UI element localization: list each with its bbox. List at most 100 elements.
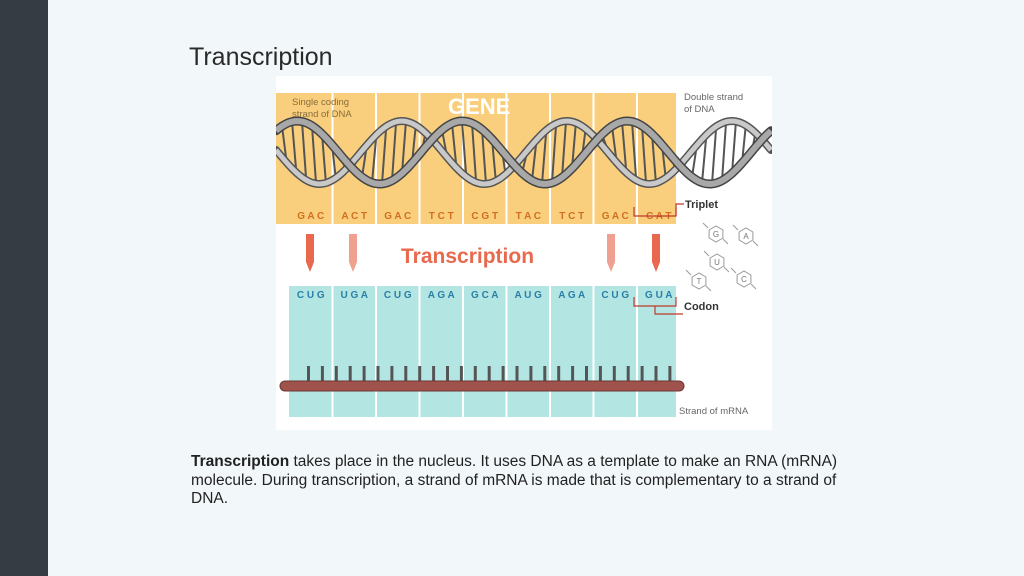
left-sidebar-bar — [0, 0, 48, 576]
mrna-base — [459, 366, 463, 382]
nucleotide-icon: U — [703, 250, 730, 273]
slide-caption: Transcription takes place in the nucleus… — [191, 453, 851, 509]
helix-rung — [711, 129, 717, 184]
slide-title: Transcription — [189, 43, 333, 71]
helix-rung — [401, 120, 407, 174]
helix-rung — [391, 123, 397, 181]
nucleotide-icon: T — [685, 269, 712, 292]
mrna-strand-label: Strand of mRNA — [679, 406, 749, 417]
single-strand-label-line1: Single coding — [292, 97, 349, 108]
helix-rung — [301, 121, 307, 178]
helix-rung — [561, 121, 567, 178]
codon-pointer — [654, 306, 683, 315]
transcription-arrows — [306, 234, 660, 272]
helix-rung — [701, 139, 707, 183]
helix-rung — [641, 125, 647, 183]
svg-text:T: T — [697, 277, 702, 286]
helix-rung — [381, 129, 387, 184]
helix-rung — [461, 120, 467, 174]
dna-triplet: T C T — [559, 211, 584, 222]
helix-rung — [291, 121, 297, 169]
helix-rung — [481, 129, 487, 184]
mrna-base — [598, 366, 602, 382]
helix-rung — [451, 123, 457, 164]
helix-rung — [281, 126, 287, 158]
transcription-label: Transcription — [401, 245, 534, 268]
mrna-base — [348, 366, 352, 382]
triplet-pointer — [675, 203, 684, 216]
helix-rung — [311, 125, 317, 183]
mrna-base — [362, 366, 366, 382]
mrna-base — [529, 366, 533, 382]
mrna-bases — [307, 366, 672, 382]
mrna-codon: C U G — [384, 290, 412, 301]
nucleotide-icon: A — [732, 224, 759, 247]
gene-label: GENE — [448, 94, 510, 119]
mrna-base — [404, 366, 408, 382]
mrna-base — [320, 366, 324, 382]
mrna-base — [543, 366, 547, 382]
arrow-down-4 — [652, 234, 660, 272]
mrna-base — [334, 366, 338, 382]
mrna-codon: A G A — [428, 290, 455, 301]
helix-rung — [631, 121, 637, 178]
dna-triplet: G A C — [602, 211, 629, 222]
mrna-base — [446, 366, 449, 382]
dna-triplet: A C T — [341, 211, 367, 222]
mrna-dividers — [331, 286, 638, 417]
svg-text:U: U — [714, 258, 720, 267]
mrna-codon: U G A — [341, 290, 368, 301]
mrna-base — [390, 366, 394, 382]
helix-rung — [651, 133, 657, 184]
mrna-base — [418, 366, 422, 382]
mrna-base — [307, 366, 310, 382]
dna-triplet: C G T — [471, 211, 498, 222]
mrna-base — [571, 366, 575, 382]
mrna-base — [557, 366, 561, 382]
arrow-down-1 — [306, 234, 314, 272]
mrna-base — [585, 366, 588, 382]
helix-rung — [371, 139, 377, 183]
mrna-codon: G C A — [471, 290, 498, 301]
helix-rung — [541, 134, 547, 184]
diagram-svg: Single coding strand of DNA GENE Double … — [276, 92, 772, 417]
double-strand-label-line1: Double strand — [684, 92, 743, 103]
caption-bold-term: Transcription — [191, 453, 290, 470]
dna-triplet: G A C — [297, 211, 324, 222]
mrna-backbone — [279, 380, 685, 392]
mrna-base — [376, 366, 380, 382]
helix-strand-back — [276, 118, 772, 187]
mrna-base — [654, 366, 658, 382]
dna-triplet: T C T — [429, 211, 454, 222]
mrna-band — [289, 286, 676, 417]
helix-rung — [321, 133, 327, 184]
caption-text: takes place in the nucleus. It uses DNA … — [191, 453, 838, 507]
mrna-codon: C U G — [297, 290, 325, 301]
mrna-base — [473, 366, 477, 382]
nucleotide-icon: C — [730, 267, 757, 290]
triplet-label: Triplet — [685, 199, 718, 211]
single-strand-label-line2: strand of DNA — [292, 109, 352, 120]
mrna-base — [501, 366, 505, 382]
arrow-down-2 — [349, 234, 357, 272]
double-strand-label-line2: of DNA — [684, 104, 715, 115]
helix-rung — [731, 120, 737, 174]
mrna-base — [626, 366, 630, 382]
helix-rung — [571, 121, 577, 169]
helix-rung — [531, 144, 537, 181]
mrna-base — [668, 366, 672, 382]
helix-rung — [611, 126, 617, 158]
mrna-codon: A G A — [558, 290, 585, 301]
dna-triplet: T A C — [516, 211, 541, 222]
helix-rung — [621, 121, 627, 169]
svg-text:A: A — [743, 232, 749, 241]
mrna-base — [515, 366, 519, 382]
mrna-base — [640, 366, 644, 382]
mrna-base — [612, 366, 616, 382]
arrow-down-3 — [607, 234, 615, 272]
mrna-base — [432, 366, 436, 382]
mrna-codon: C U G — [601, 290, 629, 301]
